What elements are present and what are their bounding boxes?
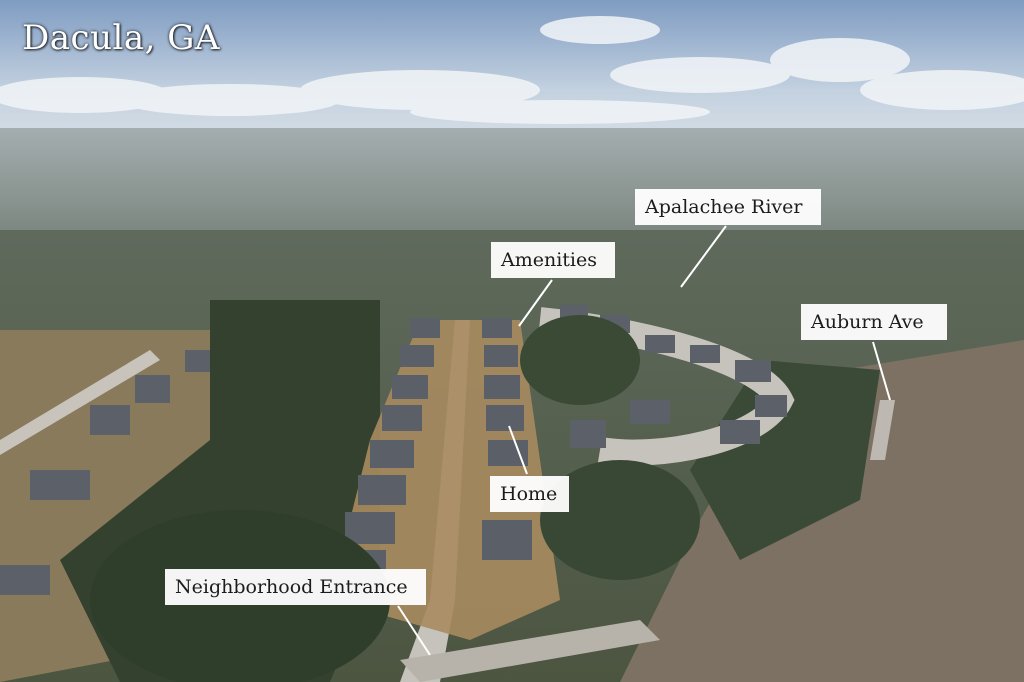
auburn-road — [870, 400, 895, 460]
neighborhood-entrance-label: Neighborhood Entrance — [165, 569, 426, 605]
bottom-road — [400, 620, 660, 682]
left-road — [0, 350, 160, 455]
left-houses — [0, 350, 215, 595]
location-title: Dacula, GA — [22, 18, 220, 58]
lower-trees — [540, 460, 700, 580]
green-trees-right — [690, 360, 880, 560]
home-label: Home — [490, 476, 569, 512]
leader-lines — [397, 225, 891, 656]
amenities-label: Amenities — [491, 242, 615, 278]
apalachee-river-label: Apalachee River — [635, 189, 821, 225]
auburn-ave-label: Auburn Ave — [801, 304, 947, 340]
clouds — [0, 16, 1024, 124]
house-row-right — [482, 318, 532, 560]
central-trees — [520, 315, 640, 405]
